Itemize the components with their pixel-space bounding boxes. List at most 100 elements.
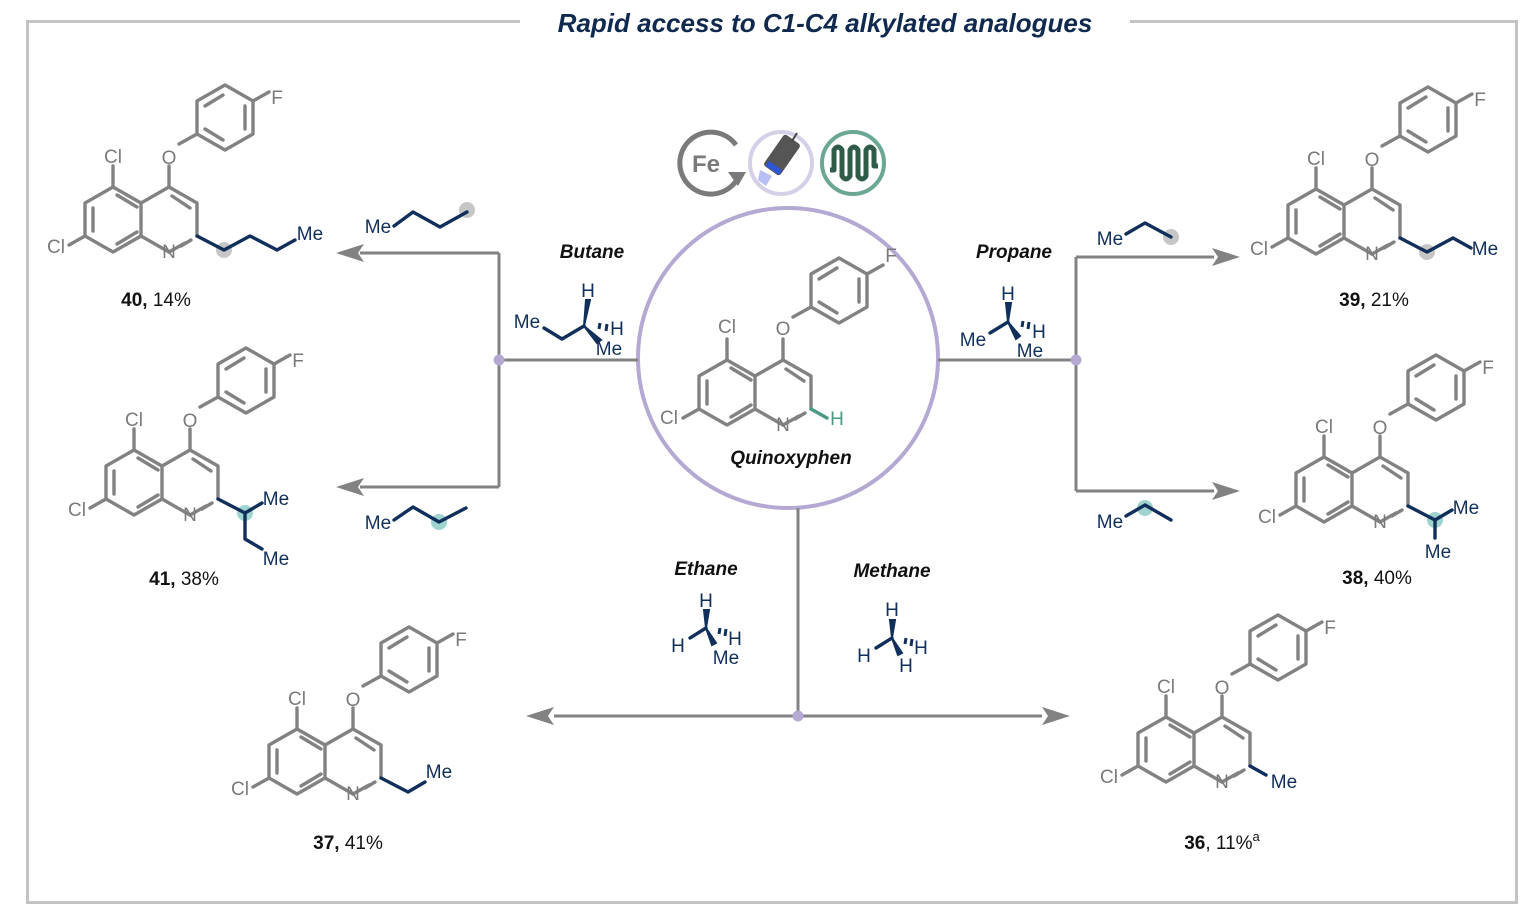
atom-me: Me bbox=[1425, 542, 1451, 563]
atom-o: O bbox=[1373, 418, 1388, 439]
quinoxyphen-label: Quinoxyphen bbox=[730, 448, 851, 469]
atom-cl: Cl bbox=[718, 317, 736, 338]
atom-me: Me bbox=[365, 217, 391, 238]
propane-structure: H Me H Me bbox=[960, 284, 1046, 362]
atom-h: H bbox=[857, 646, 871, 667]
atom-n: N bbox=[162, 242, 176, 263]
flow-reactor-icon bbox=[820, 130, 886, 196]
atom-cl: Cl bbox=[288, 689, 306, 710]
atom-me: Me bbox=[1472, 239, 1498, 260]
arrow-head bbox=[336, 478, 364, 496]
atom-h: H bbox=[830, 409, 844, 430]
atom-cl: Cl bbox=[125, 410, 143, 431]
atom-n: N bbox=[1373, 512, 1387, 533]
atom-n: N bbox=[346, 784, 360, 805]
atom-h: H bbox=[1032, 322, 1046, 343]
product-38-caption: 38, 40% bbox=[1342, 568, 1412, 589]
atom-n: N bbox=[1215, 772, 1229, 793]
n-butyl-fragment: Me bbox=[365, 202, 475, 238]
butane-label: Butane bbox=[560, 242, 625, 263]
product-38-structure: N Cl Cl O F Me Me bbox=[1258, 353, 1494, 563]
center-circle bbox=[636, 206, 940, 510]
product-39-caption: 39, 21% bbox=[1339, 290, 1409, 311]
atom-f: F bbox=[1324, 618, 1336, 639]
arrow-head bbox=[336, 244, 364, 262]
atom-cl: Cl bbox=[1157, 677, 1175, 698]
led-light-icon bbox=[748, 130, 814, 196]
atom-h: H bbox=[699, 591, 713, 612]
product-40-structure: N Cl Cl O F Me bbox=[47, 83, 323, 263]
ethane-structure: H H H Me bbox=[671, 591, 742, 669]
atom-cl: Cl bbox=[1307, 149, 1325, 170]
atom-me: Me bbox=[1453, 498, 1479, 519]
atom-cl: Cl bbox=[1100, 767, 1118, 788]
atom-f: F bbox=[292, 351, 304, 372]
product-41-structure: N Cl Cl O F Me Me bbox=[68, 346, 304, 570]
ethane-label: Ethane bbox=[674, 559, 738, 580]
arrow-head bbox=[526, 707, 554, 725]
product-37-caption: 37, 41% bbox=[313, 833, 383, 854]
iron-label: Fe bbox=[692, 151, 720, 178]
product-36-caption: 36, 11%a bbox=[1184, 829, 1260, 854]
atom-cl: Cl bbox=[68, 500, 86, 521]
atom-me: Me bbox=[1097, 229, 1123, 250]
methane-label: Methane bbox=[853, 561, 931, 582]
atom-me: Me bbox=[263, 549, 289, 570]
atom-cl: Cl bbox=[660, 408, 678, 429]
isopropyl-fragment: Me bbox=[1097, 500, 1173, 533]
atom-o: O bbox=[1215, 678, 1230, 699]
atom-cl: Cl bbox=[1250, 239, 1268, 260]
butane-structure: H Me H Me bbox=[514, 281, 624, 360]
atom-h: H bbox=[914, 638, 928, 659]
atom-h: H bbox=[671, 636, 685, 657]
atom-me: Me bbox=[263, 489, 289, 510]
product-40-caption: 40, 14% bbox=[121, 290, 191, 311]
atom-o: O bbox=[183, 411, 198, 432]
n-propyl-fragment: Me bbox=[1097, 221, 1179, 250]
atom-n: N bbox=[776, 415, 790, 436]
branch-node bbox=[493, 354, 505, 366]
product-37-structure: N Cl Cl O F Me bbox=[231, 625, 467, 805]
atom-me: Me bbox=[1017, 341, 1043, 362]
arrow-head bbox=[1212, 482, 1240, 500]
atom-f: F bbox=[1474, 90, 1486, 111]
atom-cl: Cl bbox=[1315, 417, 1333, 438]
arrow-head bbox=[1042, 707, 1070, 725]
atom-h: H bbox=[728, 629, 742, 650]
atom-h: H bbox=[581, 281, 595, 302]
atom-me: Me bbox=[960, 330, 986, 351]
atom-n: N bbox=[1365, 244, 1379, 265]
branch-node bbox=[792, 710, 804, 722]
atom-h: H bbox=[885, 600, 899, 621]
quinoxyphen-structure: N Cl Cl O F H bbox=[660, 246, 897, 436]
arrow-head bbox=[1212, 248, 1240, 266]
atom-me: Me bbox=[365, 513, 391, 534]
atom-me: Me bbox=[1097, 512, 1123, 533]
atom-me: Me bbox=[713, 648, 739, 669]
atom-o: O bbox=[1365, 150, 1380, 171]
atom-h: H bbox=[610, 319, 624, 340]
iron-catalyst-icon: Fe bbox=[677, 129, 746, 197]
atom-me: Me bbox=[596, 339, 622, 360]
atom-o: O bbox=[776, 319, 791, 340]
atom-cl: Cl bbox=[1258, 507, 1276, 528]
atom-me: Me bbox=[297, 224, 323, 245]
atom-h: H bbox=[899, 656, 913, 677]
atom-me: Me bbox=[1271, 772, 1297, 793]
atom-cl: Cl bbox=[47, 237, 65, 258]
scheme-title: Rapid access to C1-C4 alkylated analogue… bbox=[520, 6, 1130, 40]
atom-cl: Cl bbox=[231, 779, 249, 800]
methane-structure: H H H H bbox=[857, 600, 928, 677]
atom-cl: Cl bbox=[104, 147, 122, 168]
atom-f: F bbox=[1482, 358, 1494, 379]
atom-f: F bbox=[885, 246, 897, 267]
atom-o: O bbox=[346, 690, 361, 711]
atom-n: N bbox=[183, 505, 197, 526]
product-36-structure: N Cl Cl O F Me bbox=[1100, 613, 1336, 793]
sec-butyl-fragment: Me bbox=[365, 505, 468, 534]
atom-me: Me bbox=[514, 312, 540, 333]
atom-o: O bbox=[162, 148, 177, 169]
branch-node bbox=[1070, 354, 1082, 366]
product-39-structure: N Cl Cl O F Me bbox=[1250, 85, 1498, 265]
